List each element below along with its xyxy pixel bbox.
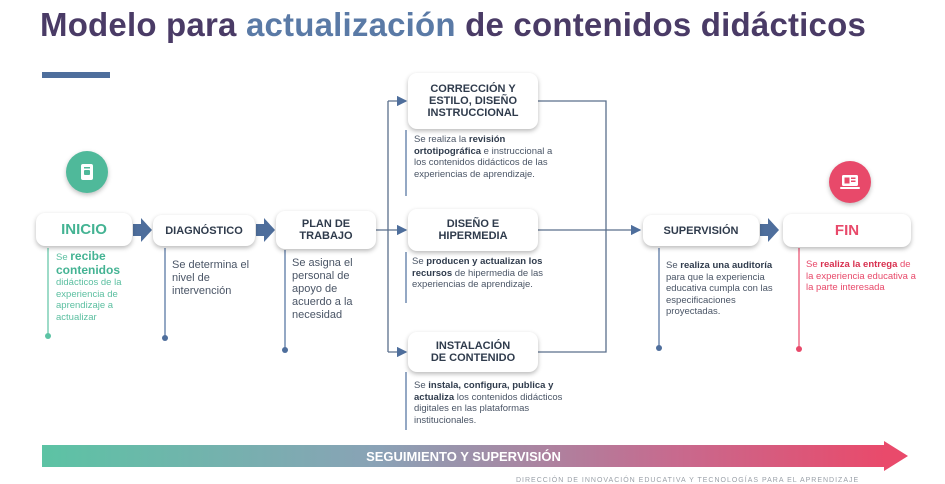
step-plan: PLAN DE TRABAJO [276,211,376,249]
step-fin-label: FIN [834,221,860,239]
title-underline [42,72,110,78]
diseno-description: Se producen y actualizan los recursos de… [412,256,543,290]
step-instalacion-label: INSTALACIÓN DE CONTENIDO [430,340,516,364]
step-diseno: DISEÑO E HIPERMEDIA [408,209,538,251]
plan-description: Se asigna el personal de apoyo de acuerd… [292,257,353,321]
correccion-description: Se realiza la revisión ortotipográfica e… [414,134,553,180]
step-supervision-label: SUPERVISIÓN [663,224,739,237]
title-highlight: actualización [245,6,456,43]
document-icon [66,151,108,193]
branch-line [376,101,389,352]
arrow-diagnostico-plan [256,218,275,242]
merge-line [538,100,607,353]
title-part1: Modelo para [40,6,246,43]
step-diseno-label: DISEÑO E HIPERMEDIA [438,218,508,242]
step-plan-label: PLAN DE TRABAJO [299,218,353,242]
step-instalacion: INSTALACIÓN DE CONTENIDO [408,332,538,372]
tracking-bar: SEGUIMIENTO Y SUPERVISIÓN [42,445,885,467]
step-supervision: SUPERVISIÓN [643,215,759,246]
page-title: Modelo para actualización de contenidos … [40,6,866,44]
tracking-bar-arrowhead [884,441,908,471]
step-diagnostico: DIAGNÓSTICO [153,215,255,246]
fin-description: Se realiza la entrega de la experiencia … [806,259,916,293]
arrow-inicio-diagnostico [133,218,152,242]
step-correccion-label: CORRECCIÓN Y ESTILO, DISEÑO INSTRUCCIONA… [427,83,519,119]
arrow-supervision-fin [760,218,779,242]
tracking-bar-label: SEGUIMIENTO Y SUPERVISIÓN [366,448,561,464]
step-fin: FIN [783,214,911,247]
laptop-icon [829,161,871,203]
supervision-description: Se realiza una auditoría para que la exp… [666,260,773,317]
inicio-description: Se recibe contenidos didácticos de la ex… [56,249,122,323]
title-part2: de contenidos didácticos [455,6,867,43]
step-correccion: CORRECCIÓN Y ESTILO, DISEÑO INSTRUCCIONA… [408,73,538,129]
diagnostico-description: Se determina el nivel de intervención [172,259,250,297]
step-inicio-label: INICIO [61,220,107,238]
step-inicio: INICIO [36,213,132,246]
step-diagnostico-label: DIAGNÓSTICO [165,224,243,237]
footer-text: DIRECCIÓN DE INNOVACIÓN EDUCATIVA Y TECN… [516,477,860,484]
instalacion-description: Se instala, configura, publica y actuali… [414,380,563,426]
